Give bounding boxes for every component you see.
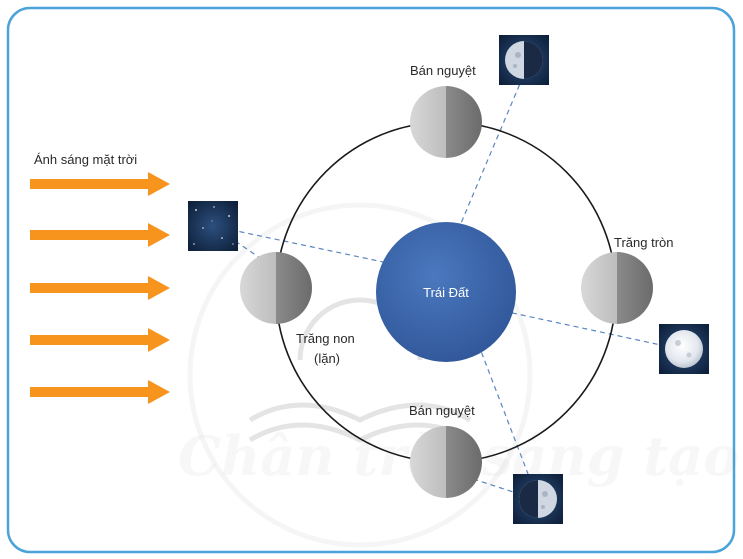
sunlight-arrow: [30, 380, 170, 404]
moon-top: [410, 86, 482, 158]
sunlight-arrows: [30, 172, 170, 404]
moon-bottom: [410, 426, 482, 498]
sunlight-arrow: [30, 223, 170, 247]
frame-border: [6, 6, 736, 554]
sunlight-arrow: [30, 172, 170, 196]
earth-label: Trái Đất: [423, 285, 469, 300]
phase-image-full: [659, 324, 709, 374]
label-new-moon: Trăng non: [296, 331, 355, 346]
sunlight-label: Ánh sáng mặt trời: [34, 152, 137, 167]
earth: [376, 222, 516, 362]
sightline-left: [212, 225, 389, 264]
label-new-moon-sub: (lặn): [314, 351, 340, 366]
phase-image-half-top: [499, 35, 549, 85]
sightline-top: [455, 59, 531, 236]
label-half-moon-bottom: Bán nguyệt: [409, 403, 475, 418]
label-full-moon: Trăng tròn: [614, 235, 674, 250]
label-half-moon-top: Bán nguyệt: [410, 63, 476, 78]
moon-left: [240, 252, 312, 324]
sunlight-arrow: [30, 328, 170, 352]
phase-image-new: [188, 201, 238, 251]
sightline-right: [507, 311, 685, 351]
moon-right: [581, 252, 653, 324]
sunlight-arrow: [30, 276, 170, 300]
sightline-bottom: [475, 337, 539, 501]
phase-image-half-bottom: [513, 474, 563, 524]
